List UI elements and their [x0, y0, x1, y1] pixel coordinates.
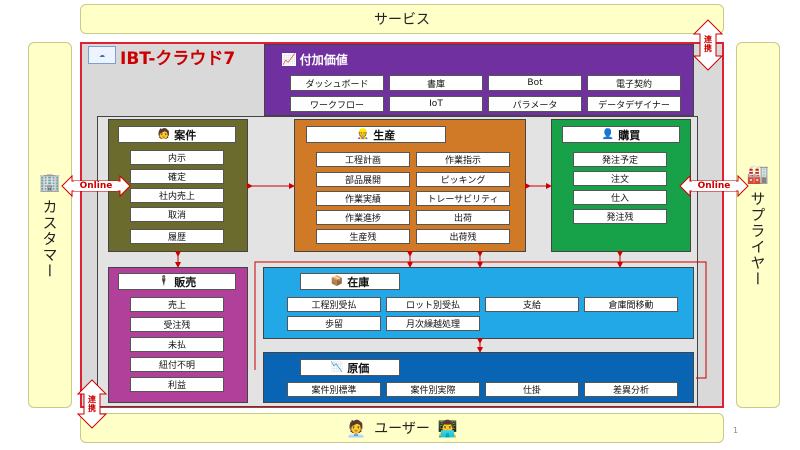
user-person-icon: 🧑‍💼: [346, 418, 367, 438]
genka-item[interactable]: 差異分析: [584, 382, 678, 397]
seisan-title: 生産: [373, 128, 396, 142]
hanbai-item[interactable]: 利益: [130, 377, 224, 392]
renkei-char-1: 連: [88, 395, 96, 404]
buyer-icon: 👤: [601, 129, 615, 140]
added-value-item[interactable]: 書庫: [389, 75, 483, 91]
seisan-item[interactable]: 作業指示: [416, 152, 510, 167]
kobai-item[interactable]: 仕入: [573, 190, 667, 205]
anken-item[interactable]: 内示: [130, 150, 224, 165]
added-value-title: 付加価値: [299, 52, 348, 67]
renkei-char-1: 連: [704, 35, 712, 44]
service-bar: サービス: [80, 4, 724, 34]
added-value-item[interactable]: 電子契約: [587, 75, 681, 91]
seisan-item[interactable]: 出荷: [416, 210, 510, 225]
zaiko-item[interactable]: 支給: [485, 297, 579, 312]
seisan-item[interactable]: ピッキング: [416, 172, 510, 187]
hanbai-title-box: 🕴 販売: [118, 273, 236, 290]
hanbai-title: 販売: [174, 275, 197, 289]
seisan-item[interactable]: 作業進捗: [316, 210, 410, 225]
added-value-header: 📈 付加価値: [282, 50, 412, 68]
renkei-char-2: 携: [88, 404, 96, 413]
seisan-item[interactable]: 部品展開: [316, 172, 410, 187]
zaiko-item[interactable]: 工程別受払: [287, 297, 381, 312]
salesperson-icon: 🕴: [157, 276, 171, 287]
anken-item[interactable]: 確定: [130, 169, 224, 184]
seisan-item[interactable]: トレーサビリティ: [416, 191, 510, 206]
anken-item[interactable]: 履歴: [130, 229, 224, 244]
online-label-left: Online: [74, 181, 118, 191]
kobai-item[interactable]: 発注予定: [573, 152, 667, 167]
added-value-item[interactable]: ワークフロー: [290, 96, 384, 112]
factory-icon: 🏭: [746, 163, 770, 185]
cloud-logo-icon: ☁: [99, 51, 105, 59]
added-value-item[interactable]: Bot: [488, 75, 582, 91]
seisan-item[interactable]: 工程計画: [316, 152, 410, 167]
user-label: ユーザー: [374, 421, 430, 437]
seisan-item[interactable]: 生産残: [316, 229, 410, 244]
anken-item[interactable]: 社内売上: [130, 188, 224, 203]
kobai-title: 購買: [618, 128, 641, 142]
anken-title-box: 🧑 案件: [118, 126, 236, 143]
kobai-title-box: 👤 購買: [562, 126, 680, 143]
genka-item[interactable]: 案件別実際: [386, 382, 480, 397]
added-value-item[interactable]: パラメータ: [488, 96, 582, 112]
seisan-title-box: 👷 生産: [306, 126, 446, 143]
renkei-char-2: 携: [704, 44, 712, 53]
added-value-item[interactable]: データデザイナー: [587, 96, 681, 112]
user-bar: 🧑‍💼 ユーザー 👨‍💻: [80, 413, 724, 443]
genka-title: 原価: [347, 361, 370, 375]
seisan-item[interactable]: 作業実績: [316, 191, 410, 206]
zaiko-item[interactable]: 月次繰越処理: [386, 316, 480, 331]
added-value-item[interactable]: ダッシュボード: [290, 75, 384, 91]
anken-title: 案件: [174, 128, 197, 142]
user-laptop-icon: 👨‍💻: [437, 418, 458, 438]
zaiko-item[interactable]: ロット別受払: [386, 297, 480, 312]
added-value-item[interactable]: IoT: [389, 96, 483, 112]
customer-label: カスタマー: [40, 198, 59, 279]
brand-logo: ☁: [88, 46, 116, 64]
genka-item[interactable]: 案件別標準: [287, 382, 381, 397]
seisan-item[interactable]: 出荷残: [416, 229, 510, 244]
cost-chart-icon: 📉: [330, 362, 344, 373]
worker-icon: 👷: [356, 129, 370, 140]
customer-bar: 🏢 カスタマー: [28, 42, 72, 408]
zaiko-title-box: 📦 在庫: [300, 273, 400, 290]
hanbai-item[interactable]: 紐付不明: [130, 357, 224, 372]
zaiko-title: 在庫: [347, 275, 370, 289]
renkei-label-top: 連 携: [701, 35, 715, 53]
kobai-item[interactable]: 発注残: [573, 209, 667, 224]
supplier-label: サプライヤー: [748, 190, 767, 287]
hanbai-item[interactable]: 売上: [130, 297, 224, 312]
kobai-item[interactable]: 注文: [573, 171, 667, 186]
genka-item[interactable]: 仕掛: [485, 382, 579, 397]
service-label: サービス: [374, 12, 430, 28]
hanbai-item[interactable]: 受注残: [130, 317, 224, 332]
genka-title-box: 📉 原価: [300, 359, 400, 376]
renkei-label-bottom: 連 携: [85, 395, 99, 413]
inventory-icon: 📦: [330, 276, 344, 287]
chart-icon: 📈: [282, 52, 296, 66]
supplier-bar: 🏭 サプライヤー: [736, 42, 780, 408]
anken-item[interactable]: 取消: [130, 207, 224, 222]
zaiko-item[interactable]: 歩留: [287, 316, 381, 331]
online-label-right: Online: [692, 181, 736, 191]
hanbai-item[interactable]: 未払: [130, 337, 224, 352]
page-number: 1: [733, 426, 739, 435]
building-icon: 🏢: [38, 171, 62, 193]
brand-title: IBT-クラウド7: [120, 49, 236, 69]
zaiko-item[interactable]: 倉庫間移動: [584, 297, 678, 312]
person-icon: 🧑: [157, 129, 171, 140]
